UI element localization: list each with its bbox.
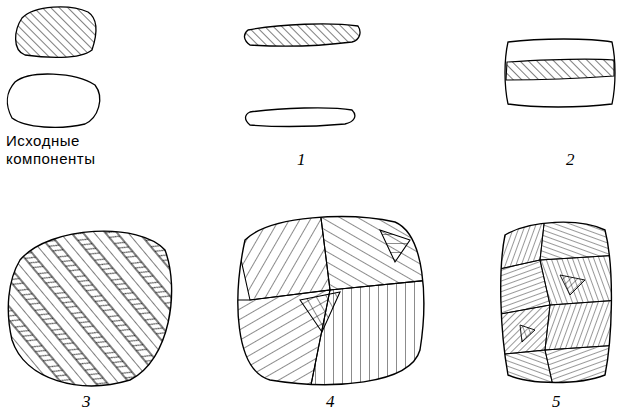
hatched-layer (506, 59, 614, 80)
layered-particle (505, 39, 615, 107)
callout-number: 1 (297, 150, 306, 170)
grain-structure (230, 210, 430, 390)
hatched-particle (16, 7, 96, 58)
caption-text: Исходные компоненты (6, 132, 116, 168)
particle-outline (501, 222, 612, 382)
flattened-hatched (244, 24, 360, 46)
callout-number: 2 (566, 150, 575, 170)
particle-outline (238, 217, 424, 385)
lamellar-particle (8, 231, 171, 386)
flattened-plain (246, 108, 355, 127)
plain-particle (7, 74, 99, 127)
callout-number: 5 (552, 392, 561, 412)
callout-number: 3 (82, 392, 91, 412)
fine-grain-structure (495, 215, 620, 395)
callout-number: 4 (326, 392, 335, 412)
